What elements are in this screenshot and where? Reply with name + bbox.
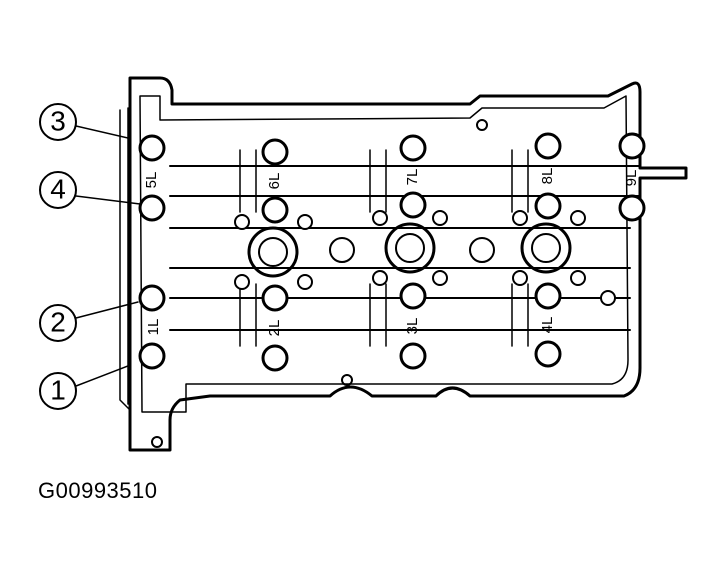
- bolt-3: [138, 134, 166, 162]
- cap-label-6L: 6L: [266, 173, 283, 190]
- cap-label-9L: 9L: [623, 170, 640, 187]
- cap-bolts: [138, 132, 646, 372]
- spark-plug-well-1: [247, 226, 299, 278]
- bolt-2: [138, 284, 166, 312]
- bolt-9L-top: [618, 132, 646, 160]
- head-outline: [119, 76, 688, 452]
- cap-label-5L: 5L: [143, 172, 160, 189]
- bolt-6L-bottom: [261, 196, 289, 224]
- cap-label-8L: 8L: [539, 168, 556, 185]
- bolt-2L-top: [261, 284, 289, 312]
- bolt-4L-top: [534, 282, 562, 310]
- spark-plug-well-2: [384, 222, 436, 274]
- cap-label-4L: 4L: [539, 317, 556, 334]
- cap-label-1L: 1L: [145, 319, 162, 336]
- svg-text:4: 4: [50, 173, 66, 204]
- bolt-7L-bottom: [399, 191, 427, 219]
- callout-3: 3: [39, 103, 129, 141]
- bolt-7L-top: [399, 134, 427, 162]
- figure-code: G00993510: [38, 478, 158, 503]
- bolt-9L-bottom: [618, 194, 646, 222]
- bolt-4: [138, 194, 166, 222]
- bolt-1: [138, 342, 166, 370]
- spark-plug-well-3: [520, 222, 572, 274]
- small-bolts: [234, 210, 616, 306]
- callout-2: 2: [39, 301, 139, 342]
- callout-1: 1: [39, 365, 129, 410]
- cap-label-3L: 3L: [404, 318, 421, 335]
- bolt-8L-bottom: [534, 192, 562, 220]
- cap-label-2L: 2L: [266, 320, 283, 337]
- bolt-2L-bottom: [261, 344, 289, 372]
- bolt-6L-top: [261, 138, 289, 166]
- svg-text:1: 1: [50, 374, 66, 405]
- svg-text:3: 3: [50, 105, 66, 136]
- callout-4: 4: [39, 171, 141, 209]
- bolt-3L-bottom: [399, 342, 427, 370]
- bolt-3L-top: [399, 282, 427, 310]
- svg-text:2: 2: [50, 306, 66, 337]
- cap-label-7L: 7L: [404, 169, 421, 186]
- cap-labels: 1L 2L 3L 4L 5L 6L 7L 8L 9L: [143, 168, 640, 337]
- bolt-4L-bottom: [534, 340, 562, 368]
- bolt-8L-top: [534, 132, 562, 160]
